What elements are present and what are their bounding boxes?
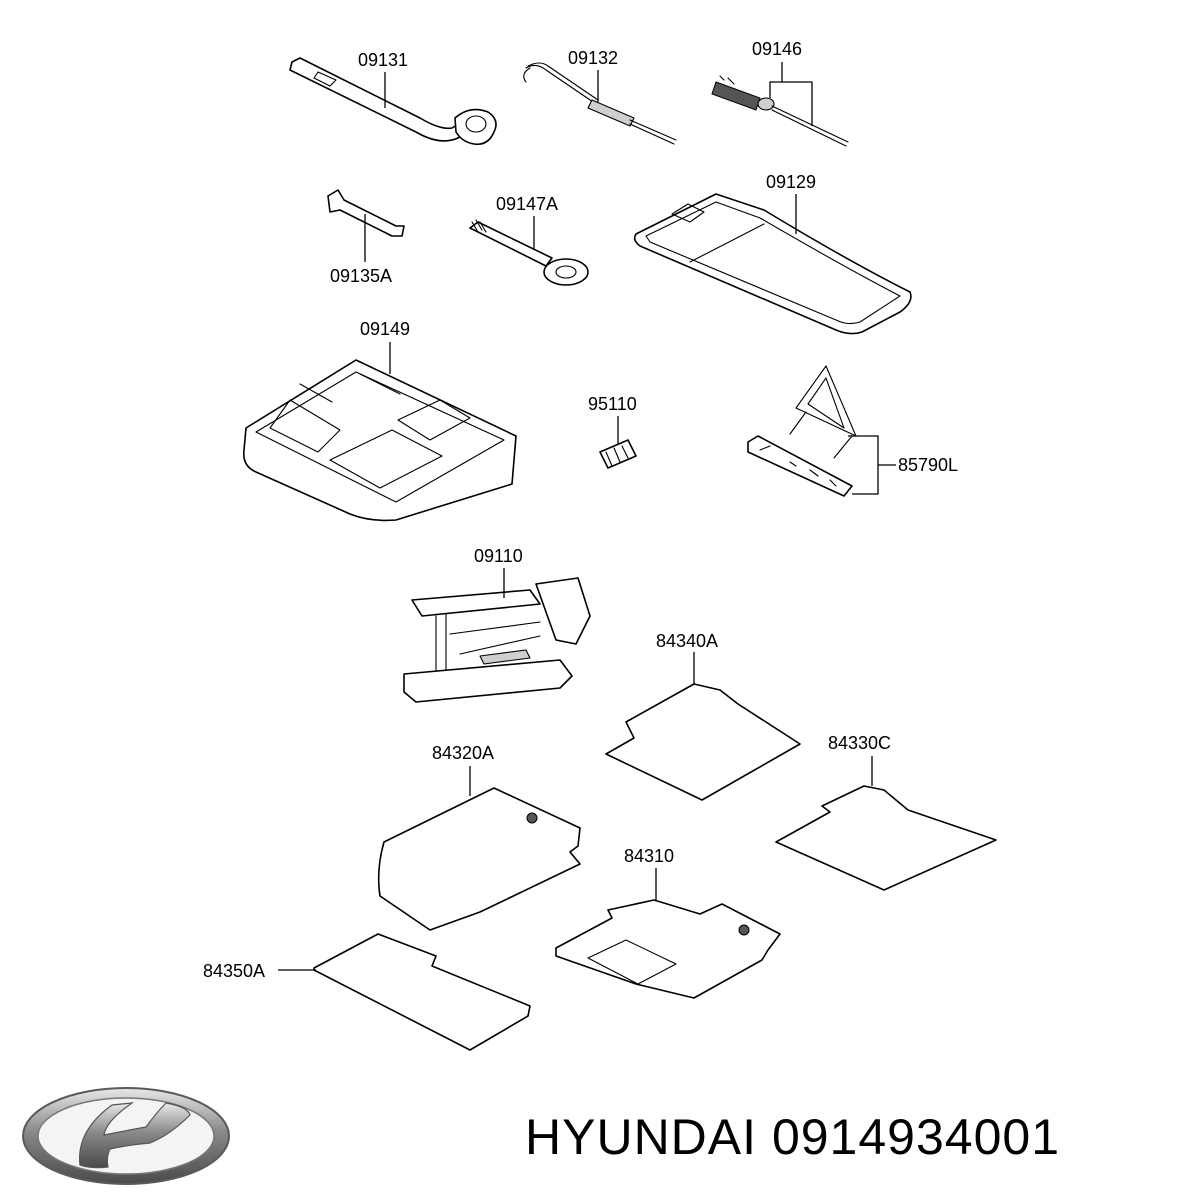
label-84320A: 84320A bbox=[432, 743, 494, 763]
label-84330C: 84330C bbox=[828, 733, 891, 753]
hyundai-logo-icon bbox=[22, 1087, 230, 1185]
label-09110: 09110 bbox=[474, 546, 523, 566]
part-number: 0914934001 bbox=[771, 1109, 1061, 1165]
label-09131: 09131 bbox=[358, 50, 408, 70]
label-09147A: 09147A bbox=[496, 194, 558, 214]
label-84350A: 84350A bbox=[203, 961, 265, 981]
part-84330C-mat bbox=[775, 785, 997, 891]
part-84350A-mat bbox=[313, 933, 531, 1051]
label-09129: 09129 bbox=[766, 172, 816, 192]
label-09132: 09132 bbox=[568, 48, 618, 68]
part-09135A-spanner bbox=[327, 189, 405, 237]
part-09129-tray-cover bbox=[633, 193, 912, 335]
label-84310: 84310 bbox=[624, 846, 674, 866]
leader-09146 bbox=[769, 62, 813, 126]
label-84340A: 84340A bbox=[656, 631, 718, 651]
label-85790L: 85790L bbox=[898, 455, 958, 475]
part-85790L-warning-triangle bbox=[747, 365, 857, 497]
part-09147A-tow-hook bbox=[469, 219, 589, 286]
part-84310-mat bbox=[555, 899, 781, 999]
label-09146: 09146 bbox=[752, 39, 802, 59]
footer-part-title: HYUNDAI 0914934001 bbox=[525, 1108, 1060, 1166]
part-09132-handle bbox=[523, 62, 677, 145]
part-84340A-mat bbox=[605, 683, 801, 801]
part-09146-screwdriver bbox=[711, 75, 849, 147]
brand-name: HYUNDAI bbox=[525, 1109, 758, 1165]
part-09110-jack bbox=[403, 577, 591, 703]
label-09135A: 09135A bbox=[330, 266, 392, 286]
label-95110: 95110 bbox=[588, 394, 637, 414]
part-84320A-mat bbox=[377, 787, 581, 931]
part-95110-connector bbox=[599, 439, 637, 469]
label-09149: 09149 bbox=[360, 319, 410, 339]
part-09149-tool-tray bbox=[242, 359, 517, 522]
leader-85790L bbox=[848, 435, 896, 495]
part-09131-lug-wrench bbox=[289, 57, 497, 146]
